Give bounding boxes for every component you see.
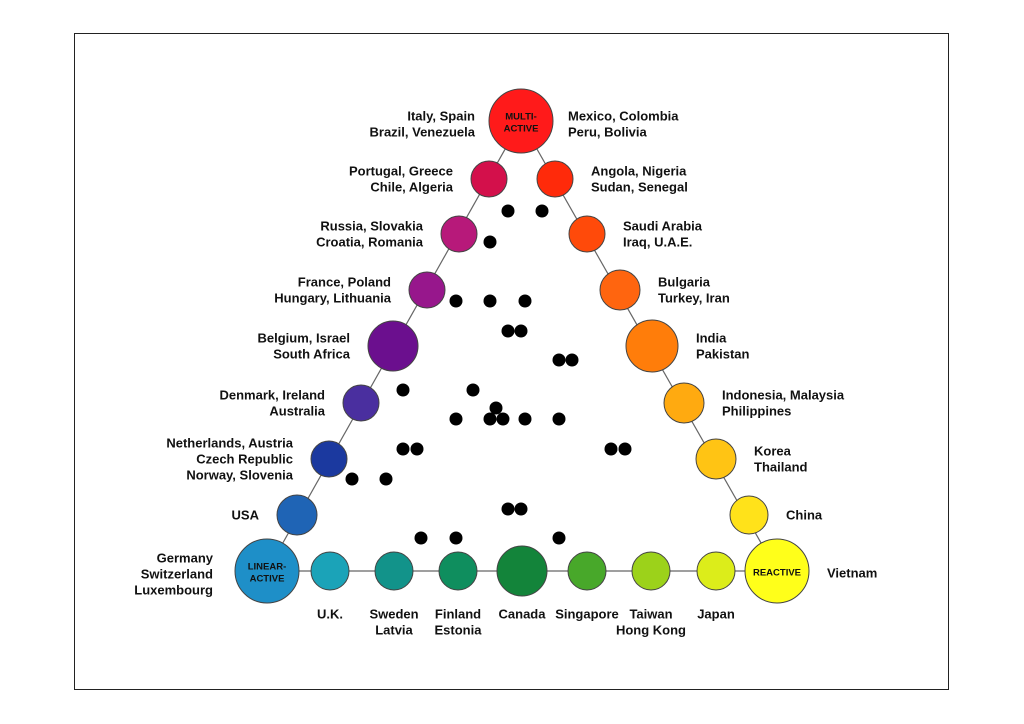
country-label: USA bbox=[232, 508, 260, 523]
left-edge-node bbox=[470, 160, 508, 198]
multi-active-vertex bbox=[488, 88, 554, 154]
dot bbox=[483, 235, 497, 249]
dot bbox=[449, 412, 463, 426]
dot bbox=[565, 353, 579, 367]
left-edge-node bbox=[310, 440, 348, 478]
right-edge-node bbox=[599, 269, 641, 311]
reactive-label: REACTIVE bbox=[753, 568, 801, 579]
dot bbox=[449, 531, 463, 545]
bottom-edge-node bbox=[631, 551, 671, 591]
dot bbox=[501, 502, 515, 516]
bottom-edge-node bbox=[696, 551, 736, 591]
country-label: China bbox=[786, 508, 823, 523]
bottom-edge-node bbox=[374, 551, 414, 591]
left-edge-node bbox=[440, 215, 478, 253]
linear-active-vertex bbox=[234, 538, 300, 604]
country-label: Singapore bbox=[555, 607, 619, 622]
bottom-edge-node bbox=[310, 551, 350, 591]
dot bbox=[552, 531, 566, 545]
dot bbox=[396, 442, 410, 456]
dot bbox=[496, 412, 510, 426]
dot bbox=[501, 204, 515, 218]
right-edge-node bbox=[695, 438, 737, 480]
dot bbox=[449, 294, 463, 308]
country-label: Canada bbox=[499, 607, 547, 622]
dot bbox=[410, 442, 424, 456]
country-label: Japan bbox=[697, 607, 735, 622]
dot bbox=[518, 294, 532, 308]
linear-active-label: LINEAR-ACTIVE bbox=[248, 562, 287, 585]
dot bbox=[466, 383, 480, 397]
left-edge-node bbox=[276, 494, 318, 536]
dot bbox=[618, 442, 632, 456]
dot bbox=[518, 412, 532, 426]
dot bbox=[414, 531, 428, 545]
dot bbox=[514, 502, 528, 516]
dot bbox=[379, 472, 393, 486]
dot bbox=[514, 324, 528, 338]
dot bbox=[552, 353, 566, 367]
bottom-edge-node bbox=[567, 551, 607, 591]
dot bbox=[535, 204, 549, 218]
interior-dots bbox=[345, 204, 632, 545]
dot bbox=[552, 412, 566, 426]
multi-active-label: MULTI-ACTIVE bbox=[504, 112, 539, 135]
country-label: Vietnam bbox=[827, 566, 877, 581]
nodes-layer bbox=[234, 88, 810, 604]
left-edge-node bbox=[408, 271, 446, 309]
bottom-edge-node bbox=[496, 545, 548, 597]
dot bbox=[483, 412, 497, 426]
left-edge-node bbox=[367, 320, 419, 372]
dot bbox=[501, 324, 515, 338]
dot bbox=[396, 383, 410, 397]
left-edge-node bbox=[342, 384, 380, 422]
dot bbox=[345, 472, 359, 486]
dot bbox=[489, 401, 503, 415]
right-edge-node bbox=[568, 215, 606, 253]
right-edge-node bbox=[663, 382, 705, 424]
right-edge-node bbox=[536, 160, 574, 198]
reactive-vertex bbox=[744, 538, 810, 604]
dot bbox=[483, 294, 497, 308]
country-label: U.K. bbox=[317, 607, 343, 622]
bottom-edge-node bbox=[438, 551, 478, 591]
right-edge-node bbox=[625, 319, 679, 373]
dot bbox=[604, 442, 618, 456]
right-edge-node bbox=[729, 495, 769, 535]
